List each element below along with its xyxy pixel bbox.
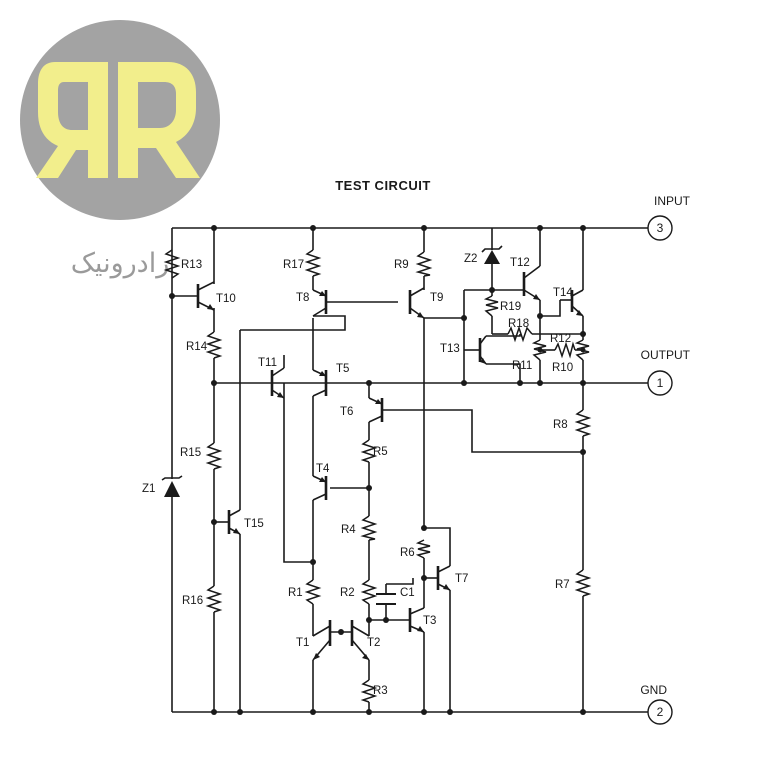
T14: [560, 289, 584, 317]
label-t3: T3: [423, 615, 436, 627]
R6: [415, 539, 431, 559]
terminal-gnd-number: 2: [657, 705, 664, 719]
T3: [408, 607, 425, 633]
junction-dots: [169, 225, 586, 715]
label-t6: T6: [340, 406, 353, 418]
R1: [304, 579, 322, 605]
label-t1: T1: [296, 637, 309, 649]
label-r1: R1: [288, 587, 303, 599]
label-t2: T2: [367, 637, 380, 649]
label-r18: R18: [508, 318, 529, 330]
terminal-gnd: 2 GND: [640, 683, 673, 725]
label-r13: R13: [181, 259, 202, 271]
logo-text: رادرونیک: [71, 248, 169, 279]
R9: [415, 251, 433, 277]
R3: [360, 679, 378, 703]
terminal-input-label: INPUT: [654, 194, 691, 208]
diagram-title: TEST CIRCUIT: [335, 178, 431, 193]
R7: [574, 569, 592, 597]
zener-z2: [481, 245, 503, 264]
label-t11: T11: [258, 357, 277, 369]
terminal-output-number: 1: [657, 376, 664, 390]
label-t7: T7: [455, 573, 468, 585]
zener-z1: [161, 475, 183, 497]
label-t15: T15: [244, 518, 264, 530]
label-r12: R12: [550, 333, 571, 345]
T15: [227, 509, 241, 535]
label-r6: R6: [400, 547, 415, 559]
label-t5: T5: [336, 363, 349, 375]
T13: [472, 335, 487, 365]
capacitor-c1: [376, 593, 396, 605]
resistors: [163, 249, 592, 703]
T8: [312, 289, 328, 317]
R5: [360, 439, 378, 463]
label-r16: R16: [182, 595, 203, 607]
T9: [408, 287, 425, 319]
label-t13: T13: [440, 343, 460, 355]
T2: [350, 620, 370, 661]
terminal-gnd-label: GND: [640, 683, 667, 697]
R15: [205, 442, 223, 470]
terminal-input-number: 3: [657, 221, 664, 235]
label-r14: R14: [186, 341, 208, 353]
logo-mark: [36, 62, 200, 178]
R12: [554, 341, 576, 359]
terminal-output: 1 OUTPUT: [641, 348, 691, 396]
T6: [368, 397, 384, 423]
label-r17: R17: [283, 259, 304, 271]
label-r15: R15: [180, 447, 201, 459]
label-r9: R9: [394, 259, 409, 271]
T1: [312, 620, 332, 661]
label-t12: T12: [510, 257, 530, 269]
label-c1: C1: [400, 587, 415, 599]
R10: [574, 339, 590, 361]
R18: [507, 325, 533, 343]
label-t4: T4: [316, 463, 330, 475]
R4: [360, 515, 378, 541]
T5: [312, 369, 328, 397]
label-t9: T9: [430, 292, 443, 304]
label-r2: R2: [340, 587, 355, 599]
R13: [163, 249, 181, 279]
label-z2: Z2: [464, 253, 477, 265]
R17: [304, 249, 322, 277]
label-t8: T8: [296, 292, 309, 304]
terminal-input: 3 INPUT: [647, 194, 691, 241]
R14: [205, 331, 223, 359]
R11: [531, 339, 547, 361]
R2: [360, 579, 378, 605]
transistors: [196, 265, 584, 661]
label-t10: T10: [216, 293, 236, 305]
label-t14: T14: [553, 287, 573, 299]
component-labels: R13 T10 R14 R15 Z1 T15 R16 R17 T8 R9 T9 …: [142, 253, 573, 697]
label-r5: R5: [373, 446, 388, 458]
label-r4: R4: [341, 524, 356, 536]
R8: [574, 409, 592, 437]
R19: [483, 295, 499, 317]
R16: [205, 585, 223, 613]
terminal-output-label: OUTPUT: [641, 348, 691, 362]
T12: [522, 265, 541, 301]
label-r10: R10: [552, 362, 573, 374]
T10: [196, 281, 215, 311]
wires: [171, 227, 648, 713]
label-r8: R8: [553, 419, 568, 431]
label-r19: R19: [500, 301, 521, 313]
logo: رادرونیک: [20, 20, 220, 279]
label-r11: R11: [512, 360, 532, 372]
T4: [312, 475, 328, 501]
label-r7: R7: [555, 579, 570, 591]
label-r3: R3: [373, 685, 388, 697]
T7: [436, 565, 451, 591]
label-z1: Z1: [142, 483, 155, 495]
T11: [270, 355, 285, 399]
